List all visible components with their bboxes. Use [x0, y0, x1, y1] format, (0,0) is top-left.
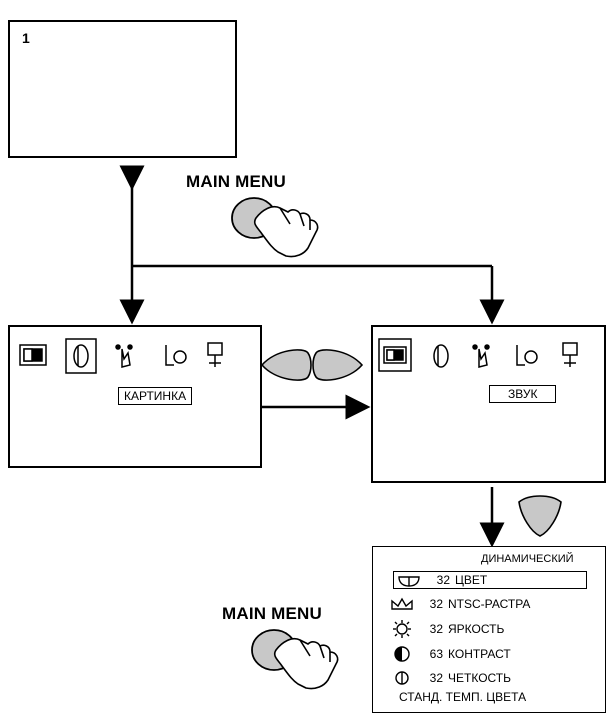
picture-menu-selected-label: КАРТИНКА	[118, 387, 192, 405]
feature-icon	[517, 345, 537, 365]
submenu-label: КОНТРАСТ	[448, 647, 511, 661]
sound-menu-selected-label: ЗВУК	[489, 385, 556, 403]
main-menu-button-bottom[interactable]	[246, 622, 356, 702]
sound-icon	[66, 339, 96, 373]
submenu-label: NTSC-РАСТРА	[448, 597, 530, 611]
left-arrow-button[interactable]	[256, 345, 316, 385]
picture-menu-screen: КАРТИНКА	[8, 325, 262, 468]
submenu-row-contrast[interactable]: 63 КОНТРАСТ	[389, 645, 511, 663]
picture-icon	[20, 345, 46, 365]
submenu-value: 63	[421, 647, 443, 661]
main-menu-label-bottom: MAIN MENU	[222, 604, 322, 624]
timer-hand-icon	[116, 345, 132, 367]
screen-1: 1	[8, 20, 237, 158]
picture-icon	[379, 339, 411, 371]
picture-submenu-panel: ДИНАМИЧЕСКИЙ 32 ЦВЕТ 32 NTSC-РАСТРА 32 Я…	[372, 546, 606, 713]
sound-menu-icon-bar	[379, 339, 608, 379]
submenu-label: ЦВЕТ	[455, 573, 487, 587]
main-menu-label-top: MAIN MENU	[186, 172, 286, 192]
submenu-row-ntsc[interactable]: 32 NTSC-РАСТРА	[389, 595, 530, 613]
submenu-row-color[interactable]: 32 ЦВЕТ	[393, 571, 587, 589]
submenu-value: 32	[428, 573, 450, 587]
down-arrow-button[interactable]	[515, 492, 565, 542]
screen-number: 1	[22, 30, 30, 46]
timer-hand-icon	[473, 345, 489, 367]
color-icon	[396, 571, 422, 589]
picture-menu-icon-bar	[18, 339, 268, 379]
submenu-mode-label: ДИНАМИЧЕСКИЙ	[481, 553, 574, 565]
sound-icon	[434, 345, 448, 367]
pressing-hand-icon	[255, 207, 318, 257]
submenu-label: ЯРКОСТЬ	[448, 622, 504, 636]
pressing-hand-icon	[275, 639, 338, 689]
submenu-value: 32	[421, 597, 443, 611]
setup-icon	[563, 343, 577, 367]
feature-icon	[166, 345, 186, 365]
submenu-row-brightness[interactable]: 32 ЯРКОСТЬ	[389, 620, 504, 638]
submenu-label: ЧЕТКОСТЬ	[448, 671, 511, 685]
sharpness-icon	[389, 669, 415, 687]
submenu-footer-label[interactable]: СТАНД. ТЕМП. ЦВЕТА	[399, 690, 526, 704]
submenu-value: 32	[421, 622, 443, 636]
right-arrow-button[interactable]	[310, 345, 370, 385]
submenu-row-sharpness[interactable]: 32 ЧЕТКОСТЬ	[389, 669, 511, 687]
setup-icon	[208, 343, 222, 367]
contrast-icon	[389, 645, 415, 663]
main-menu-button-top[interactable]	[226, 190, 336, 270]
sound-menu-screen: ЗВУК	[371, 325, 606, 483]
ntsc-tint-icon	[389, 595, 415, 613]
submenu-value: 32	[421, 671, 443, 685]
brightness-icon	[389, 620, 415, 638]
